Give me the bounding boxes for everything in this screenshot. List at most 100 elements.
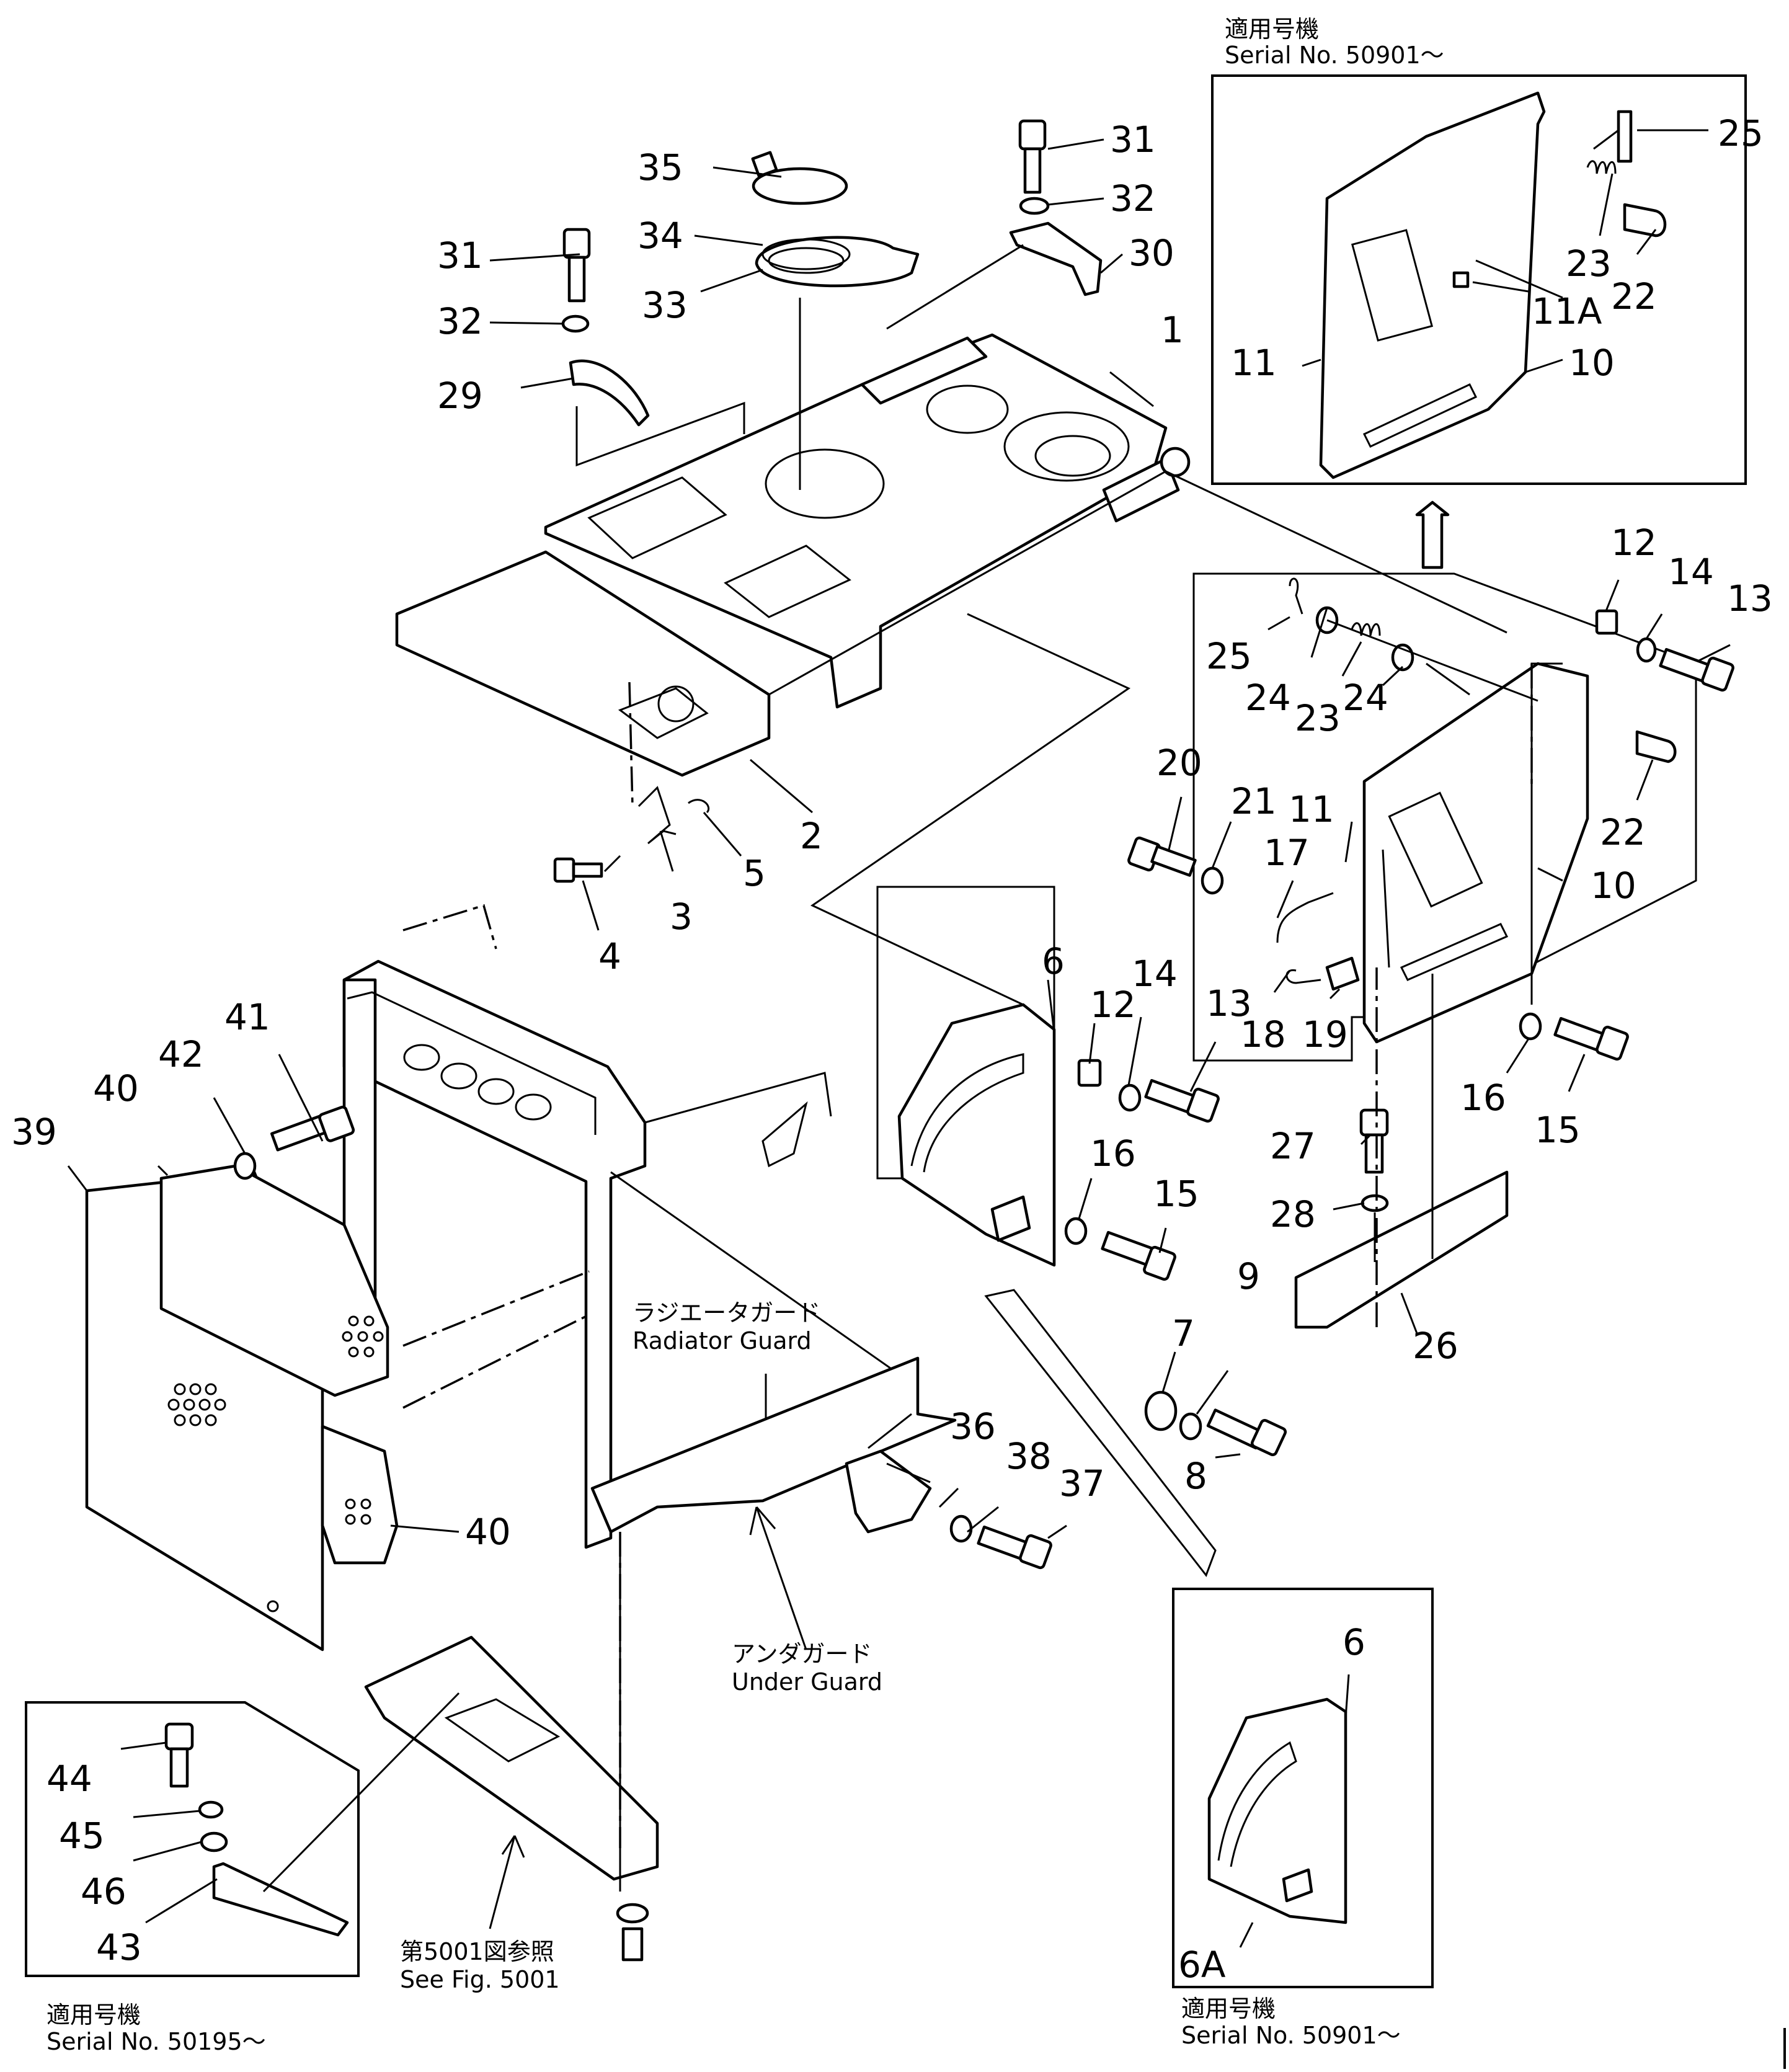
top-cover	[395, 333, 1191, 777]
caption-seefig-en: See Fig. 5001	[400, 1966, 560, 1993]
bracket-12-center	[1077, 1059, 1102, 1087]
callout-13-center: 13	[1206, 982, 1252, 1025]
callout-6-inset: 6	[1343, 1621, 1365, 1663]
callout-23-top: 23	[1566, 242, 1612, 285]
callout-labels: 1 2 3 4 5 6 12 14 13 16 15 7 9 8 20 21 1…	[11, 112, 1773, 1986]
plate-36-shape	[845, 1449, 932, 1534]
washer-16-center	[1064, 1217, 1088, 1245]
bracket-12-right	[1595, 609, 1618, 635]
callout-31-left: 31	[437, 234, 483, 277]
callout-25-mid: 25	[1206, 635, 1252, 677]
callout-13-right: 13	[1727, 577, 1773, 620]
callout-30: 30	[1129, 232, 1174, 274]
callout-36: 36	[950, 1405, 996, 1447]
spring-3-shape	[637, 786, 677, 845]
caption-serial-top-jp: 適用号機	[1225, 16, 1319, 43]
side-door-10	[1362, 662, 1589, 1044]
callout-43: 43	[96, 1926, 142, 1968]
callout-12-center: 12	[1090, 984, 1136, 1026]
side-panel-40-top	[159, 1164, 389, 1397]
callout-29: 29	[437, 375, 483, 417]
pin-5-shape	[688, 799, 710, 814]
dash-line-3	[628, 682, 634, 807]
bolt-44-shape	[164, 1722, 194, 1788]
ring-45-shape	[198, 1800, 224, 1819]
handle-22-top-shape	[1623, 203, 1667, 238]
bolt-27-shape	[1359, 1108, 1389, 1174]
caption-serial-br: Serial No. 50901～	[1181, 2022, 1401, 2049]
bushing-7-shape	[1144, 1390, 1178, 1431]
callout-33: 33	[642, 284, 688, 326]
callout-22-mid: 22	[1600, 811, 1646, 853]
bolt-31-left	[562, 228, 591, 303]
bolt-13-center	[1144, 1078, 1220, 1123]
callout-42: 42	[158, 1033, 204, 1075]
callout-14-center: 14	[1132, 953, 1178, 995]
leader-lines	[67, 129, 1731, 1948]
callout-1: 1	[1161, 309, 1184, 351]
callout-41: 41	[224, 996, 270, 1038]
washer-14-center	[1118, 1083, 1142, 1112]
pin-25-shape	[1289, 577, 1303, 615]
handle-22-right	[1635, 730, 1677, 763]
bolt-15-center	[1101, 1230, 1176, 1281]
see-fig-arrow	[489, 1835, 525, 1929]
washer-32-left	[561, 314, 590, 333]
callout-17: 17	[1264, 832, 1310, 874]
caption-seefig-jp: 第5001図参照	[400, 1938, 554, 1965]
callout-32-left: 32	[437, 300, 483, 342]
washer-28-shape	[1361, 1194, 1389, 1212]
washer-38-shape	[949, 1514, 973, 1543]
callout-35: 35	[637, 146, 683, 189]
callout-16-right: 16	[1460, 1077, 1506, 1119]
bracket-29-shape	[569, 359, 650, 427]
callout-9: 9	[1237, 1255, 1260, 1297]
callout-32-right: 32	[1110, 177, 1156, 220]
callout-5: 5	[743, 852, 766, 894]
caption-radiator-en: Radiator Guard	[633, 1327, 812, 1354]
callout-10-mid: 10	[1591, 865, 1636, 907]
rod-17-shape	[1276, 892, 1334, 943]
callout-23-mid: 23	[1295, 697, 1341, 739]
callout-15-center: 15	[1153, 1173, 1199, 1215]
callout-25-top: 25	[1718, 112, 1764, 154]
pin-18-shape	[1285, 969, 1321, 984]
callout-16-center: 16	[1090, 1132, 1136, 1175]
callout-11a: 11A	[1532, 290, 1602, 332]
spring-23-top-shape	[1586, 160, 1617, 174]
callout-34: 34	[637, 215, 683, 257]
callout-27: 27	[1270, 1125, 1316, 1167]
callout-37: 37	[1059, 1462, 1105, 1505]
washer-9-shape	[1179, 1412, 1202, 1441]
seal-parts	[751, 151, 920, 288]
spring-23-shape	[1351, 622, 1381, 636]
caption-radiator-jp: ラジエータガード	[633, 1299, 820, 1327]
callout-38: 38	[1006, 1435, 1052, 1477]
callout-6: 6	[1042, 940, 1065, 982]
bolt-20-shape	[1127, 836, 1197, 877]
washer-21-shape	[1201, 866, 1224, 895]
callout-18: 18	[1240, 1013, 1286, 1056]
under-guard-bracket	[364, 1635, 659, 1962]
inset-box-bottom-right	[1172, 1588, 1434, 1988]
bolt-15-right	[1553, 1016, 1629, 1061]
callout-19: 19	[1302, 1013, 1348, 1056]
caption-under-jp: アンダガード	[732, 1640, 872, 1668]
guide-arrow-lower	[984, 1289, 1217, 1578]
inset-box-top-right	[1211, 74, 1747, 485]
panel-holes	[167, 1315, 384, 1525]
callout-22-top: 22	[1611, 275, 1657, 318]
callout-24-mid-a: 24	[1245, 677, 1291, 719]
captions: 適用号機 Serial No. 50901～ ラジエータガード Radiator…	[47, 16, 1444, 2055]
washer-14-right	[1636, 637, 1657, 663]
plate-26-shape	[1294, 1170, 1509, 1329]
bolt-31-right	[1018, 119, 1047, 194]
callout-6a: 6A	[1178, 1944, 1226, 1986]
callout-28: 28	[1270, 1193, 1316, 1235]
callout-24-mid-b: 24	[1343, 677, 1388, 719]
callout-45: 45	[59, 1815, 105, 1857]
bracket-30-shape	[1009, 221, 1103, 296]
clip-19-shape	[1325, 956, 1360, 991]
callout-11-top: 11	[1231, 342, 1277, 384]
